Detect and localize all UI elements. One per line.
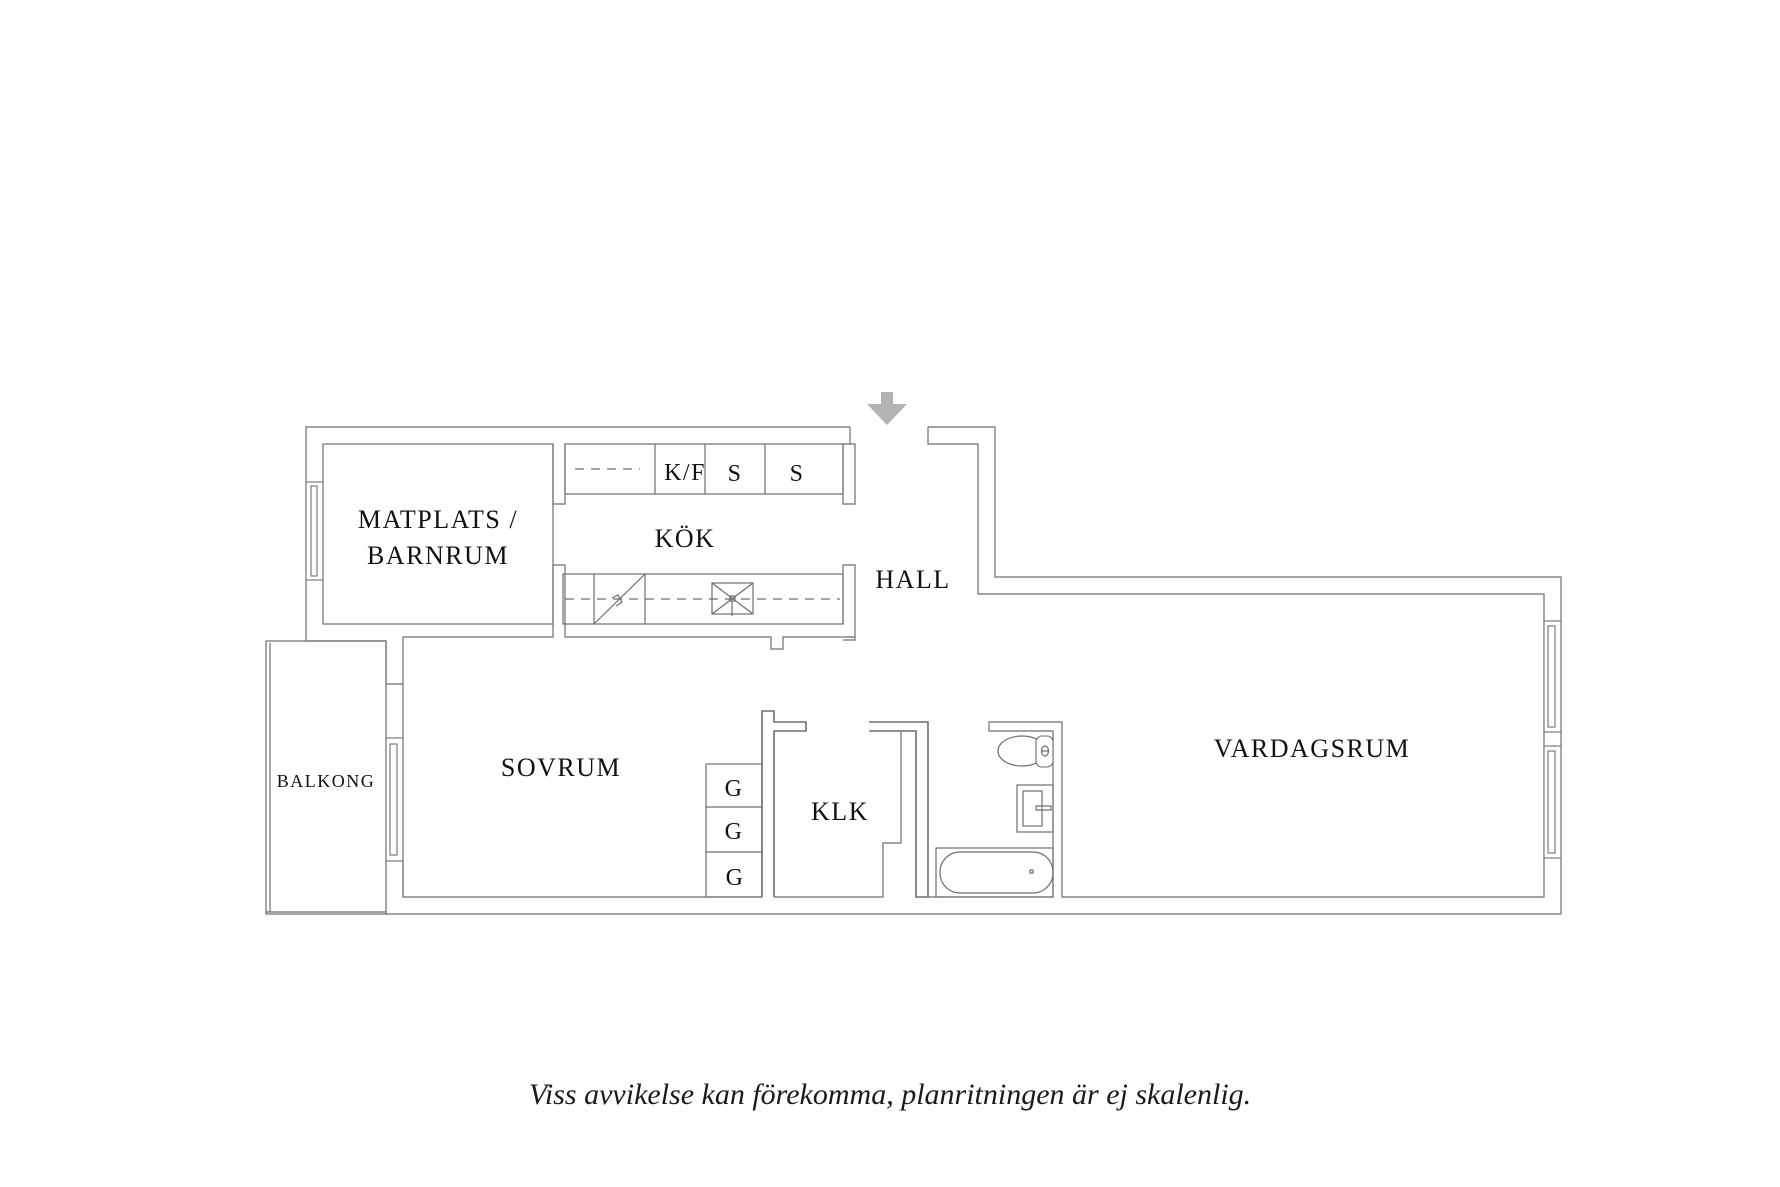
- label-kok: KÖK: [655, 524, 716, 553]
- window-vardagsrum-2: [1543, 745, 1562, 859]
- label-klk: KLK: [811, 797, 869, 826]
- outer-walls: [305, 426, 1562, 915]
- toilet-icon: [997, 735, 1054, 768]
- sink-icon: [1016, 784, 1054, 833]
- label-closet-3: G: [726, 865, 745, 891]
- label-kf: K/F: [664, 460, 706, 486]
- label-s2: S: [790, 461, 805, 487]
- matplats-room: [322, 443, 554, 625]
- disclaimer-caption: Viss avvikelse kan förekomma, planritnin…: [528, 1078, 1252, 1111]
- entrance-arrow-icon: [867, 392, 907, 425]
- label-closet-2: G: [725, 819, 744, 845]
- kitchen-counter-top: [552, 443, 856, 505]
- label-balkong: BALKONG: [277, 771, 376, 791]
- window-vardagsrum-1: [1543, 620, 1562, 733]
- kitchen-counter-bottom: [306, 564, 856, 685]
- label-hall: HALL: [875, 565, 950, 594]
- label-s1: S: [728, 461, 743, 487]
- window-sovrum: [385, 737, 404, 862]
- bathtub-icon: [935, 847, 1054, 898]
- label-closet-1: G: [725, 776, 744, 802]
- label-barnrum: BARNRUM: [367, 541, 509, 570]
- label-vardagsrum: VARDAGSRUM: [1214, 734, 1411, 763]
- sovrum-walls: [385, 684, 762, 898]
- bathroom: [928, 721, 1072, 898]
- klk-walls: [761, 710, 929, 898]
- label-sovrum: SOVRUM: [501, 753, 621, 782]
- label-matplats: MATPLATS /: [358, 505, 518, 534]
- window-matplats: [305, 481, 324, 581]
